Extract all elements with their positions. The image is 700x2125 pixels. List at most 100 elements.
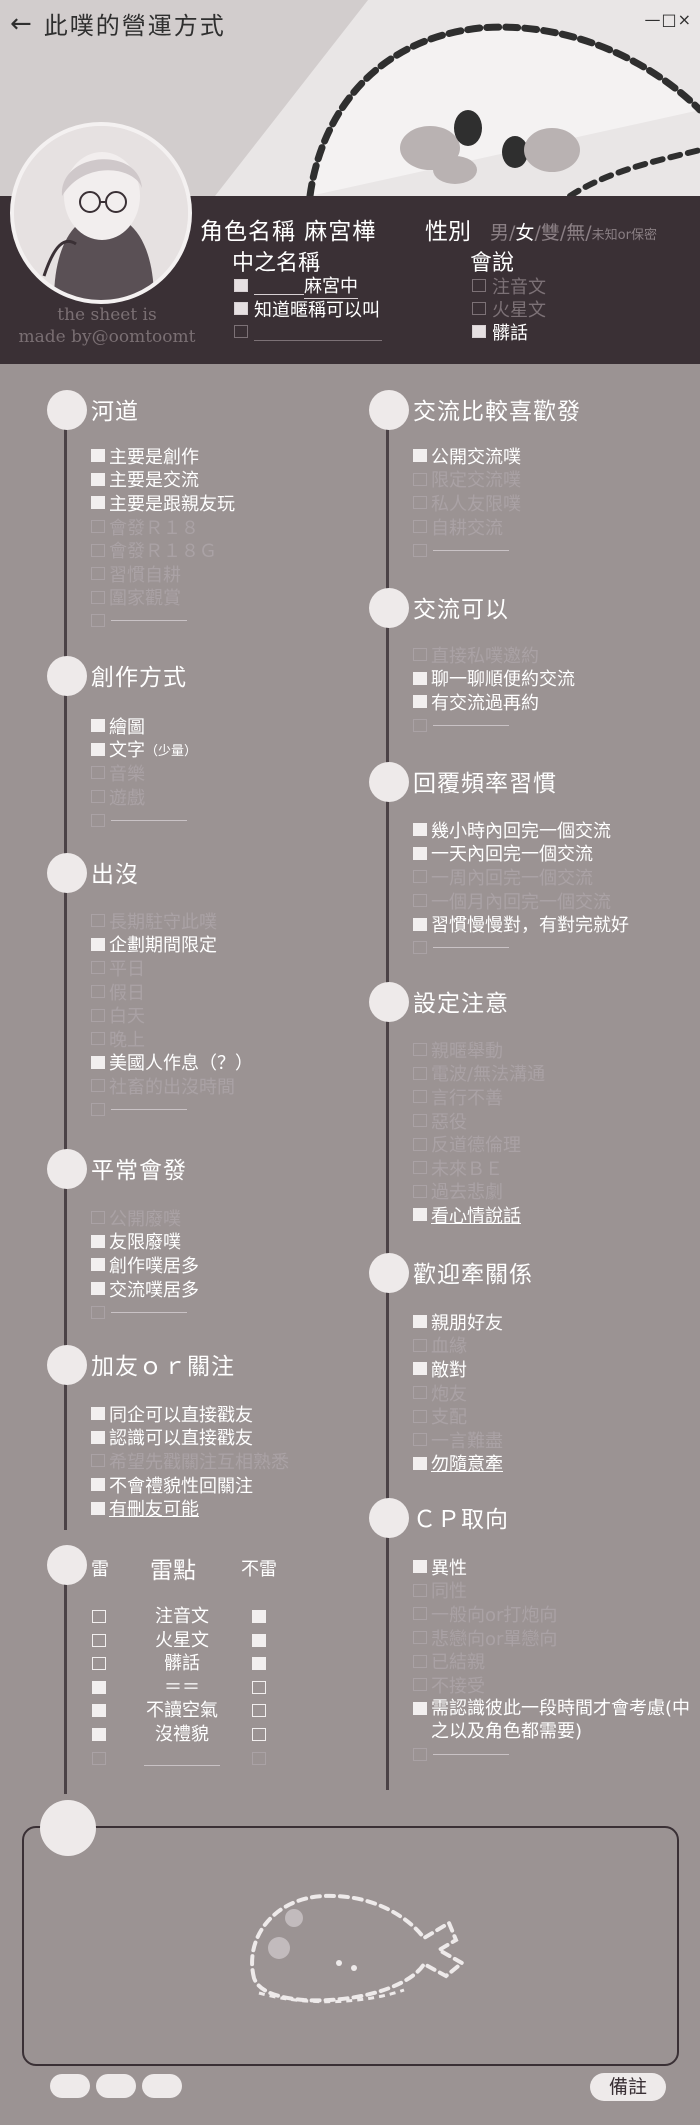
option-row[interactable]: 言行不善 xyxy=(413,1085,700,1109)
checkbox-unchecked[interactable] xyxy=(413,1114,427,1128)
language-option[interactable]: 髒話 xyxy=(472,320,546,344)
checkbox-checked[interactable] xyxy=(91,1430,105,1444)
checkbox-unchecked[interactable] xyxy=(91,1454,105,1468)
checkbox-checked[interactable] xyxy=(91,472,105,486)
option-row[interactable]: 不接受 xyxy=(413,1673,700,1697)
checkbox-unchecked[interactable] xyxy=(413,1654,427,1668)
option-row[interactable]: 血緣 xyxy=(413,1334,700,1357)
gender-option[interactable]: 女 xyxy=(515,222,535,244)
option-row[interactable]: 文字（少量） xyxy=(91,738,361,761)
checkbox-checked[interactable] xyxy=(91,449,105,463)
option-row[interactable]: 已結親 xyxy=(413,1649,700,1673)
page-pill-3[interactable] xyxy=(142,2074,182,2098)
checkbox-unchecked[interactable] xyxy=(91,614,105,628)
option-row[interactable]: 圍家觀賞 xyxy=(91,586,361,609)
thunder-checkbox[interactable] xyxy=(92,1680,106,1694)
option-row[interactable]: 有交流過再約 xyxy=(413,690,700,714)
gender-options[interactable]: 男/女/雙/無/未知or保密 xyxy=(490,218,657,245)
no-thunder-checkbox[interactable] xyxy=(252,1704,266,1718)
back-arrow-icon[interactable]: ← xyxy=(10,8,34,39)
checkbox-unchecked[interactable] xyxy=(413,1583,427,1597)
thunder-checkbox[interactable] xyxy=(92,1633,106,1647)
no-thunder-checkbox[interactable] xyxy=(252,1657,266,1671)
option-row[interactable]: 幾小時內回完一個交流 xyxy=(413,818,700,842)
option-row[interactable]: 親暱舉動 xyxy=(413,1038,700,1062)
option-row[interactable] xyxy=(91,609,361,633)
checkbox-checked[interactable] xyxy=(413,695,427,709)
checkbox[interactable] xyxy=(472,302,486,315)
option-row[interactable]: 私人友限噗 xyxy=(413,491,700,515)
checkbox-unchecked[interactable] xyxy=(91,1008,105,1022)
option-row[interactable]: 同性 xyxy=(413,1579,700,1602)
option-row[interactable] xyxy=(413,714,700,738)
option-row[interactable]: 交流噗居多 xyxy=(91,1277,361,1301)
checkbox-unchecked[interactable] xyxy=(413,870,427,884)
checkbox-checked[interactable] xyxy=(413,449,427,463)
thunder-checkbox[interactable] xyxy=(92,1704,106,1718)
checkbox-checked[interactable] xyxy=(413,1315,427,1329)
language-option[interactable]: 注音文 xyxy=(472,274,546,298)
option-row[interactable]: 一個月內回完一個交流 xyxy=(413,889,700,913)
option-row[interactable]: 社畜的出沒時間 xyxy=(91,1074,361,1098)
checkbox-unchecked[interactable] xyxy=(413,1090,427,1104)
option-row[interactable] xyxy=(413,1743,700,1767)
option-row[interactable]: 自耕交流 xyxy=(413,515,700,539)
option-row[interactable]: 認識可以直接戳友 xyxy=(91,1426,361,1449)
checkbox-unchecked[interactable] xyxy=(413,1747,427,1761)
checkbox-unchecked[interactable] xyxy=(413,719,427,733)
checkbox-checked[interactable] xyxy=(91,496,105,510)
option-row[interactable]: 一周內回完一個交流 xyxy=(413,865,700,889)
option-row[interactable]: 同企可以直接戳友 xyxy=(91,1402,361,1426)
option-row[interactable]: 過去悲劇 xyxy=(413,1180,700,1203)
checkbox-checked[interactable] xyxy=(413,1560,427,1574)
checkbox-unchecked[interactable] xyxy=(91,590,105,604)
option-row[interactable]: 未來ＢＥ xyxy=(413,1156,700,1180)
checkbox-unchecked[interactable] xyxy=(413,1607,427,1621)
checkbox-unchecked[interactable] xyxy=(91,790,105,804)
checkbox-unchecked[interactable] xyxy=(91,567,105,581)
checkbox-unchecked[interactable] xyxy=(413,1184,427,1198)
option-row[interactable]: 看心情說話 xyxy=(413,1203,700,1227)
option-row[interactable]: 美國人作息（？） xyxy=(91,1051,361,1074)
checkbox[interactable] xyxy=(234,302,248,315)
no-thunder-checkbox[interactable] xyxy=(252,1680,266,1694)
checkbox-checked[interactable] xyxy=(91,1478,105,1492)
no-thunder-checkbox[interactable] xyxy=(252,1728,266,1741)
checkbox-checked[interactable] xyxy=(91,719,105,733)
option-row[interactable]: 聊一聊順便約交流 xyxy=(413,667,700,690)
checkbox-unchecked[interactable] xyxy=(413,472,427,486)
option-row[interactable]: 長期駐守此噗 xyxy=(91,909,361,933)
option-row[interactable] xyxy=(91,1098,361,1122)
nickname-option[interactable] xyxy=(234,320,382,343)
checkbox-unchecked[interactable] xyxy=(413,1631,427,1645)
checkbox-unchecked[interactable] xyxy=(91,961,105,975)
checkbox-unchecked[interactable] xyxy=(413,648,427,662)
option-row[interactable]: 惡役 xyxy=(413,1109,700,1133)
checkbox-checked[interactable] xyxy=(91,1501,105,1515)
option-row[interactable]: 音樂 xyxy=(91,761,361,785)
checkbox-unchecked[interactable] xyxy=(91,1103,105,1117)
checkbox-unchecked[interactable] xyxy=(413,1433,427,1447)
checkbox-checked[interactable] xyxy=(413,1208,427,1222)
thunder-checkbox[interactable] xyxy=(92,1610,106,1623)
no-thunder-checkbox[interactable] xyxy=(252,1633,266,1647)
option-row[interactable]: 敵對 xyxy=(413,1357,700,1381)
checkbox-unchecked[interactable] xyxy=(413,1137,427,1151)
option-row[interactable]: 公開廢噗 xyxy=(91,1206,361,1230)
checkbox-unchecked[interactable] xyxy=(413,1678,427,1692)
option-row[interactable]: 不會禮貌性回關注 xyxy=(91,1473,361,1497)
checkbox-checked[interactable] xyxy=(91,1055,105,1069)
checkbox-checked[interactable] xyxy=(91,742,105,756)
gender-option[interactable]: 男 xyxy=(490,222,510,244)
option-row[interactable]: 支配 xyxy=(413,1404,700,1428)
checkbox[interactable] xyxy=(472,279,486,292)
nickname-option[interactable]: 麻宮中 xyxy=(234,274,382,299)
checkbox-unchecked[interactable] xyxy=(413,496,427,510)
checkbox-checked[interactable] xyxy=(413,846,427,860)
checkbox-unchecked[interactable] xyxy=(413,1161,427,1175)
checkbox[interactable] xyxy=(234,325,248,338)
checkbox-checked[interactable] xyxy=(413,823,427,837)
option-row[interactable]: 友限廢噗 xyxy=(91,1230,361,1253)
checkbox[interactable] xyxy=(234,279,248,292)
checkbox-checked[interactable] xyxy=(91,937,105,951)
